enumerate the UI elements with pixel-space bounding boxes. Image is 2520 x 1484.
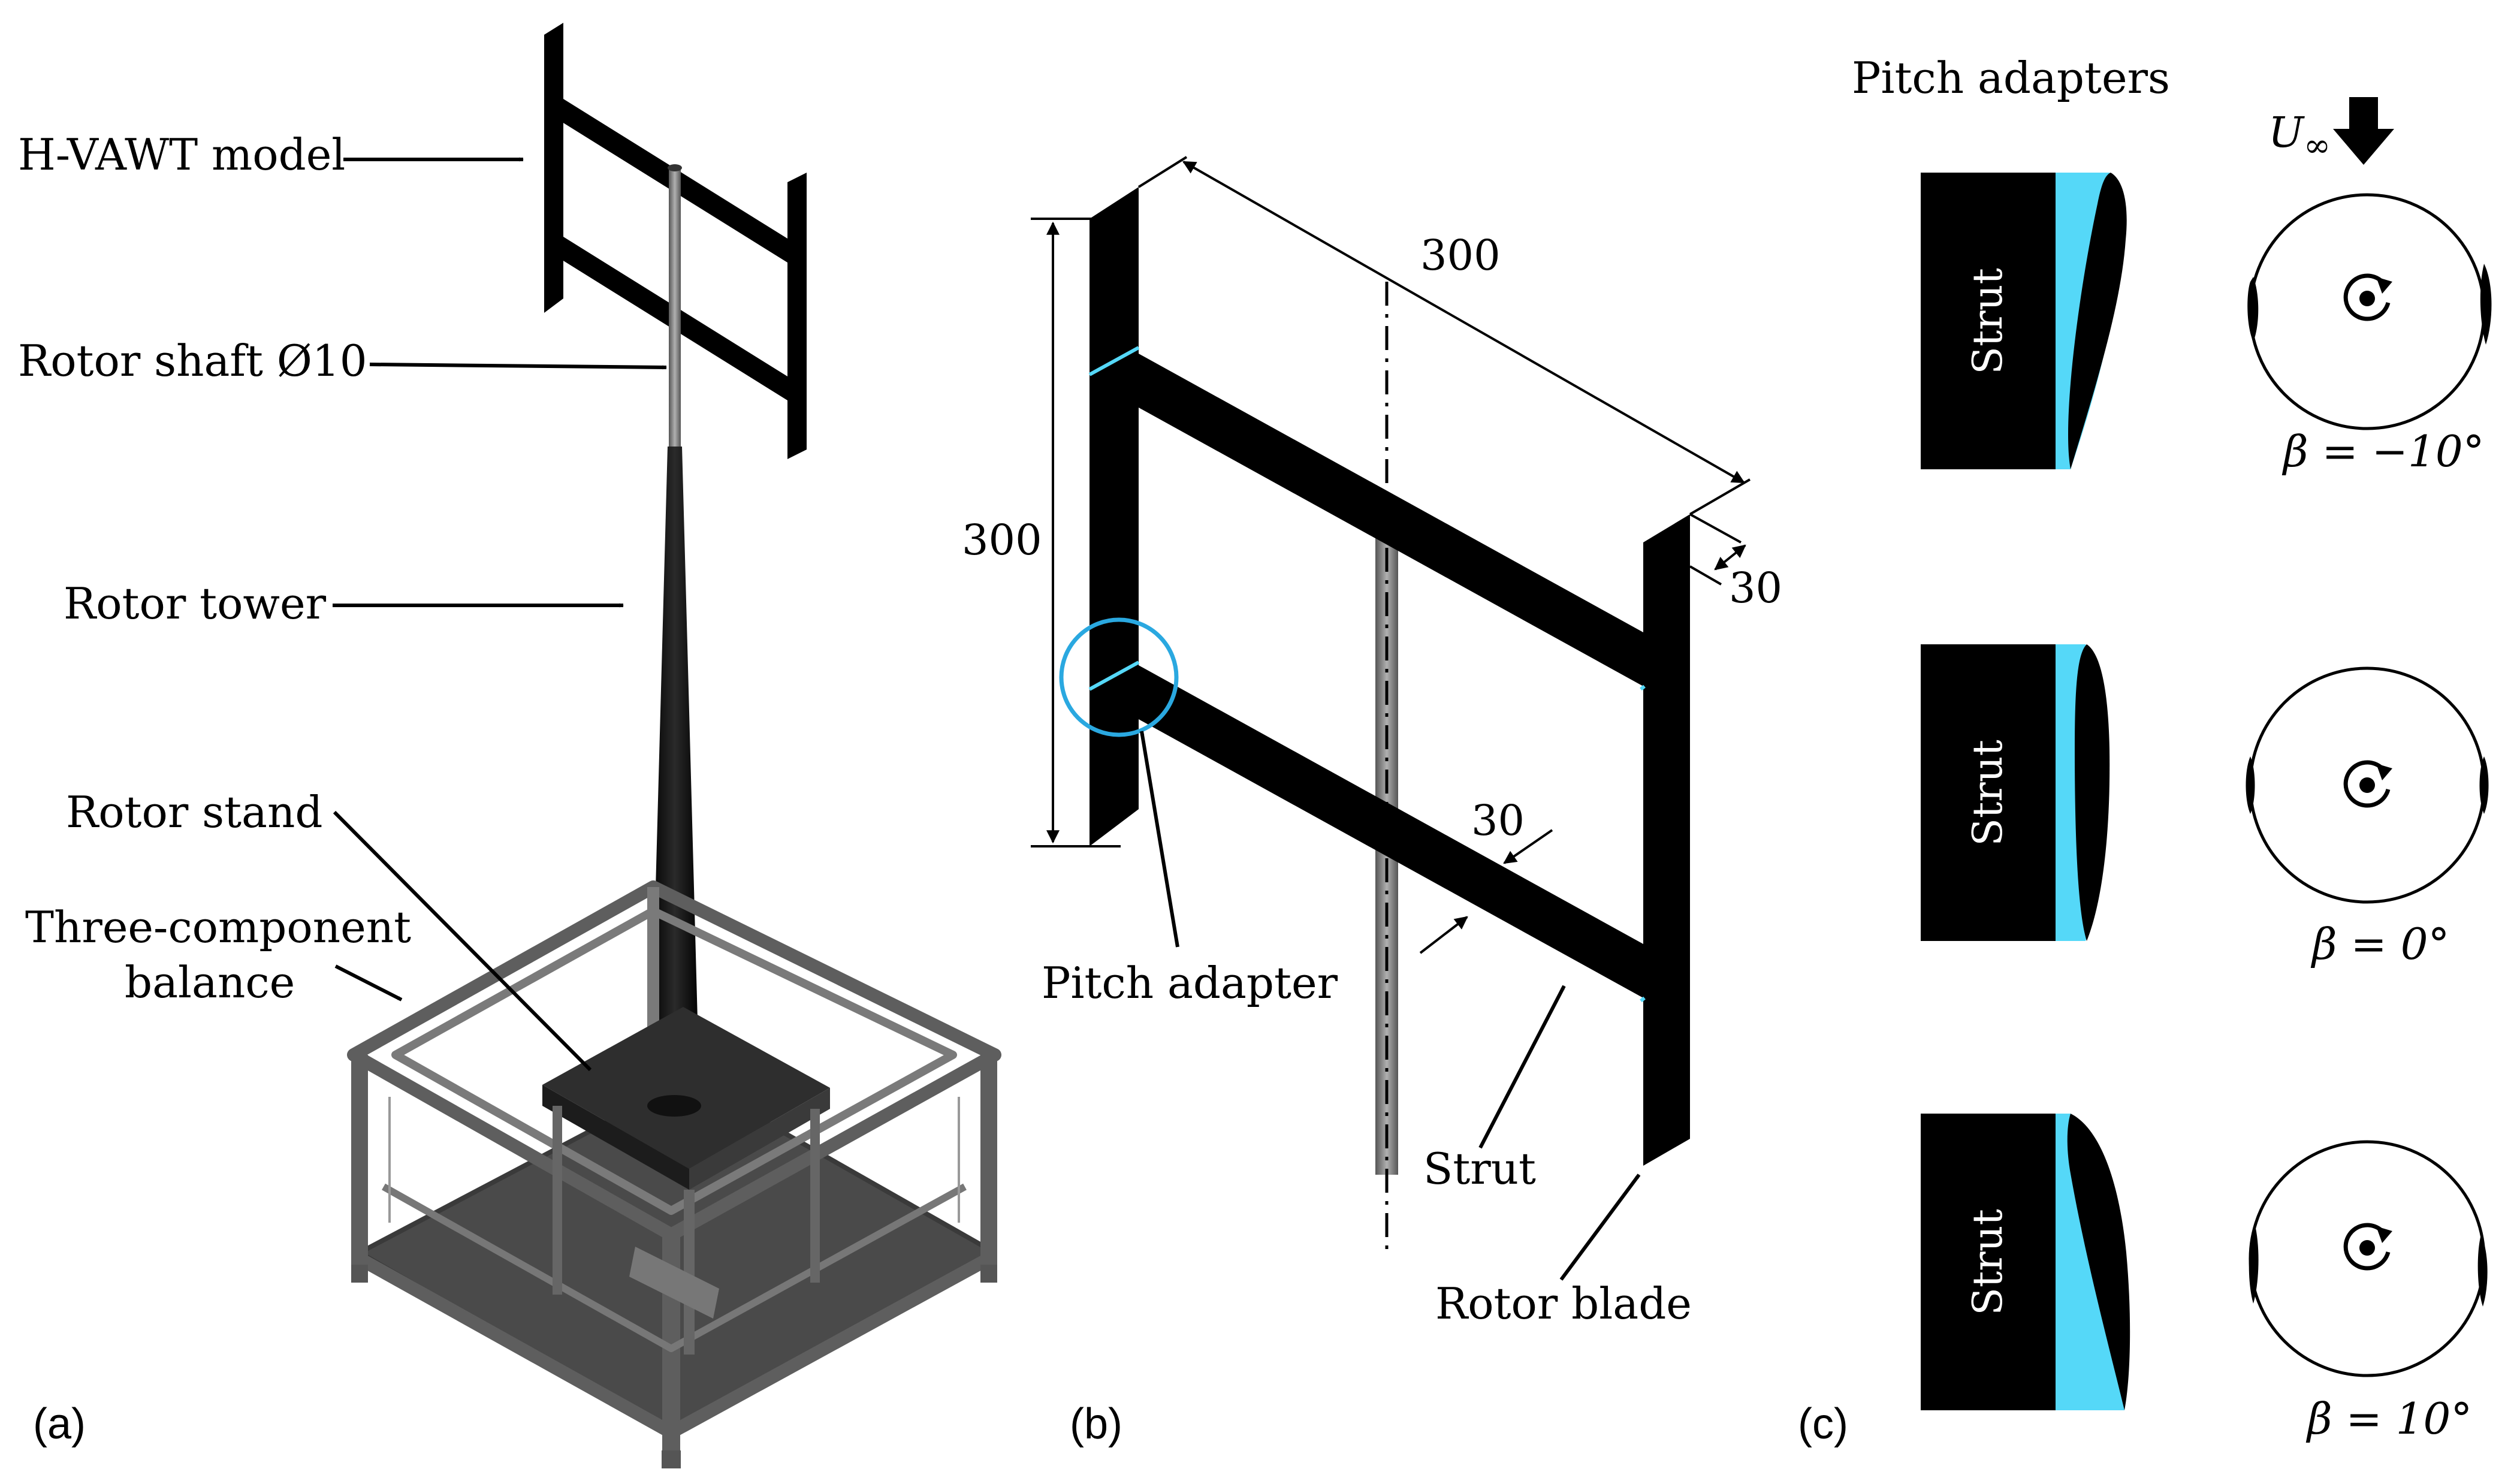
airfoil-2 bbox=[2075, 644, 2110, 941]
rotor-diagram-3 bbox=[2249, 1140, 2488, 1377]
panel-b: 300 300 30 30 Pitch adapter Strut Rotor … bbox=[962, 156, 1782, 1448]
freestream-u: U bbox=[2268, 108, 2305, 157]
arrow-strut bbox=[1478, 985, 1566, 1149]
panel-c: Pitch adapters U∞ Strut β = −10° Strut bbox=[1798, 53, 2492, 1448]
rotor-diagram-1 bbox=[2247, 193, 2492, 430]
pitch-adapter-highlight bbox=[1059, 617, 1179, 737]
dim-diameter-line bbox=[1182, 161, 1745, 484]
arrow-balance bbox=[334, 964, 403, 1002]
rotor-stand bbox=[542, 1007, 830, 1355]
strut-label-2: Strut bbox=[1964, 740, 2012, 846]
panel-a-letter: (a) bbox=[33, 1400, 86, 1448]
rotor-tower bbox=[650, 447, 700, 1109]
pitch-row-2: Strut β = 0° bbox=[1921, 644, 2489, 969]
hvawt-model-rotor bbox=[544, 23, 807, 459]
arrow-rotor-blade bbox=[1559, 1174, 1641, 1281]
panel-b-letter: (b) bbox=[1070, 1400, 1122, 1448]
dim-strut-chord-label: 30 bbox=[1471, 796, 1525, 845]
airfoil-3 bbox=[2067, 1114, 2130, 1410]
arrow-rotor-shaft bbox=[369, 363, 667, 370]
strut-block-3 bbox=[1921, 1114, 2056, 1410]
arrow-pitch-adapter bbox=[1140, 731, 1179, 948]
label-rotor-shaft: Rotor shaft Ø10 bbox=[18, 336, 367, 386]
beta-label-1: β = −10° bbox=[2281, 426, 2485, 476]
freestream-arrow bbox=[2333, 97, 2394, 165]
strut-label-3: Strut bbox=[1964, 1209, 2012, 1316]
dim-blade-chord-line bbox=[1714, 544, 1746, 571]
strut-block-2 bbox=[1921, 644, 2056, 941]
panel-c-title: Pitch adapters bbox=[1852, 53, 2170, 103]
rotor-diagram-2 bbox=[2246, 666, 2489, 904]
label-rotor-blade: Rotor blade bbox=[1435, 1278, 1692, 1329]
dim-strut-arrow-top bbox=[1503, 829, 1553, 864]
pitch-row-1: Strut β = −10° bbox=[1921, 173, 2492, 476]
freestream-subscript: ∞ bbox=[2304, 126, 2331, 164]
panel-a: H-VAWT model Rotor shaft Ø10 Rotor tower… bbox=[18, 23, 1001, 1468]
rotor-blade-left bbox=[1090, 187, 1139, 846]
dim-blade-chord-label: 30 bbox=[1729, 563, 1782, 613]
rotor-blade-right bbox=[1643, 514, 1690, 1166]
freestream-symbol: U∞ bbox=[2268, 108, 2331, 164]
pitch-row-3: Strut β = 10° bbox=[1921, 1114, 2488, 1444]
beta-label-2: β = 0° bbox=[2310, 919, 2450, 969]
dim-diameter-label: 300 bbox=[1420, 231, 1501, 280]
three-component-balance bbox=[347, 880, 1001, 1468]
label-pitch-adapter: Pitch adapter bbox=[1042, 958, 1338, 1008]
panel-c-letter: (c) bbox=[1798, 1400, 1848, 1448]
label-hvawt-model: H-VAWT model bbox=[18, 129, 345, 180]
beta-label-3: β = 10° bbox=[2305, 1393, 2472, 1444]
arrow-rotor-stand bbox=[333, 810, 592, 1072]
label-strut: Strut bbox=[1423, 1144, 1536, 1194]
airfoil-1 bbox=[2068, 173, 2127, 469]
label-balance-line2: balance bbox=[125, 957, 295, 1008]
strut-block-1 bbox=[1921, 173, 2056, 469]
dim-strut-arrow-bottom bbox=[1419, 916, 1468, 954]
label-rotor-tower: Rotor tower bbox=[64, 578, 327, 629]
dim-height-label: 300 bbox=[962, 515, 1042, 565]
label-balance-line1: Three-component bbox=[25, 902, 411, 952]
strut-label-1: Strut bbox=[1964, 268, 2012, 375]
label-rotor-stand: Rotor stand bbox=[66, 787, 322, 837]
strut-lower bbox=[1139, 665, 1643, 998]
